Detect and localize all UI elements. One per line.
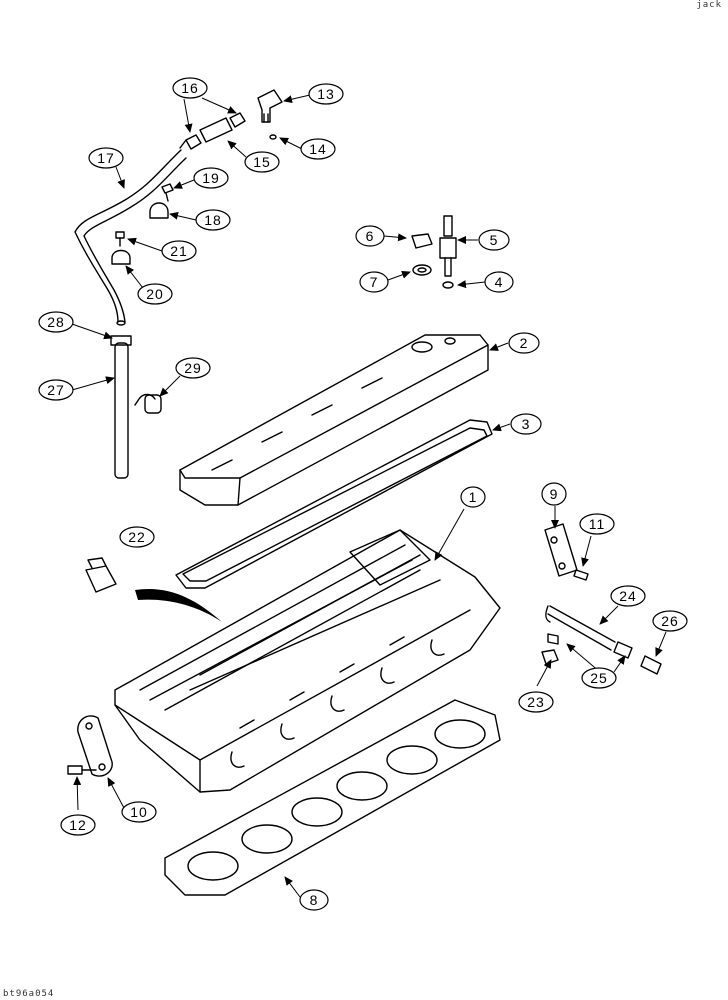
callout-15-oval <box>244 151 280 173</box>
hose-15 <box>199 117 233 143</box>
callout-29-oval <box>175 357 211 379</box>
washer-7 <box>412 264 432 276</box>
breather-tube <box>74 149 187 326</box>
cap-6 <box>411 233 433 249</box>
head-gasket <box>164 699 501 896</box>
callout-27-label: 27 <box>47 382 65 398</box>
hose-clamp-29 <box>134 393 162 414</box>
callout-7-label: 7 <box>370 274 379 290</box>
callout-21-label: 21 <box>170 243 188 259</box>
callout-29-label: 29 <box>184 360 202 376</box>
callout-28-label: 28 <box>47 314 65 330</box>
callout-3-oval <box>510 413 542 435</box>
callout-4-oval <box>484 271 514 293</box>
callout-17-oval <box>88 147 124 169</box>
callout-12-label: 12 <box>69 817 87 833</box>
callout-2-label: 2 <box>520 335 529 351</box>
bolt-11 <box>573 569 589 581</box>
bolt-12 <box>67 765 97 775</box>
callout-23-label: 23 <box>527 694 545 710</box>
lifting-bracket-9 <box>544 523 578 577</box>
callout-6-label: 6 <box>366 228 375 244</box>
callout-19-label: 19 <box>202 170 220 186</box>
clip-20 <box>111 249 131 265</box>
callout-11-label: 11 <box>589 516 606 532</box>
o-ring-14 <box>269 134 277 140</box>
callout-24-label: 24 <box>619 588 637 604</box>
callout-14-oval <box>300 138 336 160</box>
callout-23-oval <box>518 691 554 713</box>
callout-4-label: 4 <box>495 274 504 290</box>
callout-14-label: 14 <box>309 141 327 157</box>
breather-stud-5 <box>439 215 457 277</box>
leader-lines <box>71 94 667 898</box>
callout-18-oval <box>195 209 231 231</box>
install-direction-arrow <box>135 588 222 622</box>
callout-17-label: 17 <box>97 150 115 166</box>
callout-25-oval <box>581 667 617 689</box>
callout-7-oval <box>359 271 389 293</box>
callout-12-oval <box>60 814 96 836</box>
callout-10-oval <box>121 801 157 823</box>
callout-18-label: 18 <box>204 212 222 228</box>
bolt-19 <box>161 183 174 202</box>
callout-24-oval <box>610 585 646 607</box>
callout-13-label: 13 <box>317 86 335 102</box>
elbow-fitting-13 <box>257 89 283 123</box>
callout-2-oval <box>508 332 540 354</box>
callout-22-oval <box>119 526 155 548</box>
callout-9-oval <box>541 482 567 506</box>
breather-hose <box>110 335 132 479</box>
callout-16-label: 16 <box>181 80 199 96</box>
connector-26 <box>640 655 662 675</box>
callout-9-label: 9 <box>550 486 559 502</box>
callout-labels: 1 2 3 4 5 6 7 8 9 10 11 12 13 14 15 16 1… <box>47 80 679 908</box>
seal-ring-4 <box>442 281 454 289</box>
callout-10-label: 10 <box>130 804 148 820</box>
callout-22-label: 22 <box>128 529 146 545</box>
callout-15-label: 15 <box>253 154 271 170</box>
drawing-tag-top: jack <box>696 0 722 10</box>
cylinder-head <box>114 529 501 793</box>
callout-25-label: 25 <box>590 670 608 686</box>
drawing-number: bt96a054 <box>3 989 55 999</box>
callout-ovals <box>38 77 688 911</box>
callout-3-label: 3 <box>522 416 531 432</box>
bolt-21 <box>115 231 125 247</box>
callout-19-oval <box>193 167 229 189</box>
callout-20-label: 20 <box>146 286 164 302</box>
callout-20-oval <box>137 283 173 305</box>
fitting-25 <box>547 633 633 659</box>
callout-26-label: 26 <box>661 613 679 629</box>
callout-27-oval <box>38 379 74 401</box>
callout-5-oval <box>478 229 510 251</box>
callout-5-label: 5 <box>490 232 499 248</box>
valve-cover <box>179 334 489 506</box>
callout-8-oval <box>299 889 329 911</box>
bracket-10 <box>77 715 113 777</box>
valve-cover-gasket <box>175 419 493 589</box>
clamp-16-left <box>179 134 202 150</box>
callout-1-oval <box>460 486 486 508</box>
callout-8-label: 8 <box>310 892 319 908</box>
callout-28-oval <box>38 311 74 333</box>
callout-11-oval <box>579 513 615 535</box>
callout-1-label: 1 <box>469 489 478 505</box>
callout-13-oval <box>308 83 344 105</box>
callout-26-oval <box>652 610 688 632</box>
callout-21-oval <box>161 240 197 262</box>
oil-line-24 <box>545 605 616 651</box>
callout-16-oval <box>172 77 208 99</box>
clamp-16-right <box>229 112 246 128</box>
clip-18 <box>149 202 169 219</box>
callout-6-oval <box>355 225 385 247</box>
plug-22 <box>85 557 117 593</box>
